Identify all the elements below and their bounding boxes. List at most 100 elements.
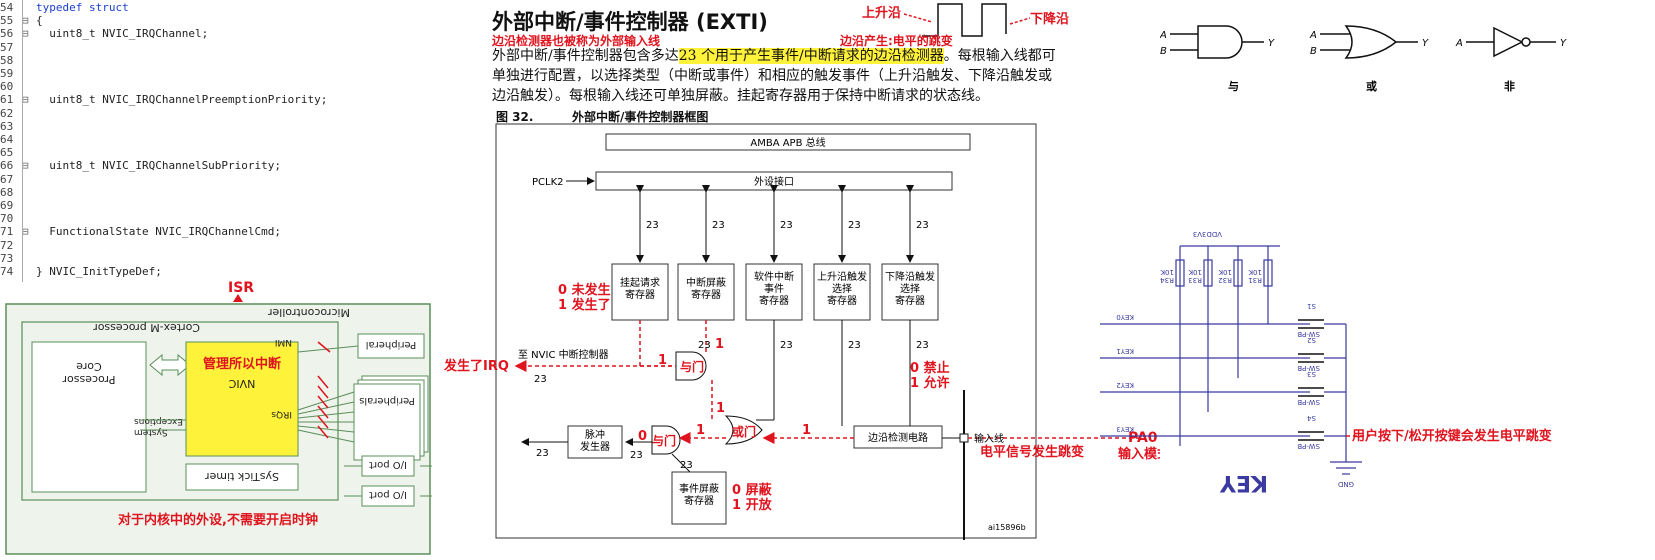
mask-23-label: 23 [698,340,711,351]
peripheral-label: Peripheral [366,339,417,350]
code-line: 67 [0,172,36,186]
line-number: 74 [0,265,14,278]
line-number: 69 [0,199,14,212]
pclk2-label: PCLK2 [532,177,564,188]
figure-number: 图 32. [496,110,534,124]
line-number: 56 [0,27,14,41]
vdd-label: VDD3V3 [1193,230,1222,238]
switch-type-label: SW-PB [1297,364,1320,372]
line-number: 60 [0,80,14,94]
nvic-box [185,341,299,457]
switch-label: S2 [1307,336,1316,344]
code-text: uint8_t NVIC_IRQChannelSubPriority; [36,159,282,173]
or-y: Y [1422,38,1429,49]
code-text: { [36,14,43,28]
resistor-label: R3210K [1218,268,1232,284]
code-line: 62 [0,107,36,120]
exti-title: 外部中断/事件控制器 (EXTI) [492,10,768,34]
evt-23-label: 23 [680,460,693,471]
and-caption: 与 [1228,80,1239,93]
pending-one-label: 1 [658,353,667,368]
software-interrupt-register-label: 软件中断事件寄存器 [754,270,794,307]
not-caption: 非 [1504,79,1515,93]
or-gate-label: 或门 [732,424,756,439]
edge-detector-note: 边沿检测器也被称为外部输入线 [492,34,661,48]
key-press-note: 用户按下/松开按键会发生电平跳变 [1351,428,1552,444]
or-b: B [1310,46,1317,57]
edge-detect-box [853,425,943,449]
switch-label: S4 [1307,414,1316,422]
fold-icon[interactable]: ⊟ [22,159,29,173]
edge-one-label: 1 [802,423,811,438]
code-line: 72 [0,238,36,252]
line-number: 67 [0,172,14,186]
irqs-label: IRQs [271,409,292,419]
bus-23-5: 23 [916,220,929,231]
kernel-peripheral-note: 对于内核中的外设,不需要开启时钟 [118,512,318,528]
line-number: 65 [0,146,14,160]
para-pre: 外部中断/事件控制器包含多达 [492,48,679,64]
rising-edge-label: 上升沿 [862,6,902,21]
and-a: A [1160,30,1167,41]
figure-title: 外部中断/事件控制器框图 [572,110,709,124]
pending-register-box [611,263,669,321]
mask-one-label: 1 [715,337,724,352]
cortex-label: Cortex-M processor [93,321,200,334]
falling-23-label: 23 [916,340,929,351]
falling-edge-label: 下降沿 [1030,12,1070,27]
software-interrupt-register-box [745,263,803,321]
line-number: 72 [0,238,14,252]
code-line: 74 } NVIC_InitTypeDef; [0,266,162,278]
fold-icon[interactable]: ⊟ [22,27,29,41]
resistor-label: R3410K [1160,268,1174,284]
and2-23-label: 23 [630,450,643,461]
peripherals-label: Peripherals [359,395,415,406]
or-to-and-one: 1 [716,401,725,416]
key-net-label: KEY3 [1116,425,1134,433]
line-number: 64 [0,133,14,146]
line-number: 66 [0,159,14,173]
or-gate-symbol [1344,25,1398,59]
bus-23-1: 23 [646,220,659,231]
microcontroller-label: Microcontroller [267,306,350,319]
logic-gates: A B Y A B Y A Y 与 或 非 [1160,25,1567,93]
mcu-diagram: ISR Microcontroller Cortex-M processor P… [5,280,432,555]
line-number: 58 [0,53,14,67]
and-b: B [1160,46,1167,57]
code-line: 71⊟ FunctionalState NVIC_IRQChannelCmd; [0,226,281,238]
para-highlight: 23 个用于产生事件/中断请求的边沿检测器 [678,48,944,64]
resistor-label: R3310K [1188,268,1202,284]
pulse-generator-label: 脉冲发生器 [580,428,610,453]
code-line: 66 ⊟ uint8_t NVIC_IRQChannelSubPriority; [0,160,281,172]
rising-23-label: 23 [848,340,861,351]
fold-icon[interactable]: ⊟ [22,225,29,239]
line-number: 73 [0,251,14,265]
key-schematic: VDD3V3R3410KR3310KR3210KR3110KKEY0KEY1KE… [1100,230,1552,495]
code-line: 59 [0,68,36,80]
code-line: 57 [0,41,36,54]
code-text: typedef struct [36,1,129,14]
code-line: 63 [0,120,36,133]
key-title: KEY [1219,470,1268,495]
or-gate [724,415,763,445]
not-a: A [1455,38,1463,49]
code-text: } NVIC_InitTypeDef; [36,265,162,278]
event-mask-label: 事件屏蔽寄存器 [679,482,719,507]
resistor-label: R3110K [1248,268,1262,284]
level-change-note: 电平信号发生跳变 [980,444,1084,460]
line-number: 68 [0,185,14,199]
code-line: 70 [0,213,36,225]
and-gate-label: 与门 [680,359,704,374]
peripheral-box [357,333,425,359]
fold-icon[interactable]: ⊟ [22,14,29,28]
switch-label: S3 [1307,370,1316,378]
para-line-2: 单独进行配置，以选择类型（中断或事件）和相应的触发事件（上升沿触发、下降沿触发或 [492,68,1052,84]
processor-core-box [31,341,147,493]
or-caption: 或 [1366,79,1377,93]
fold-icon[interactable]: ⊟ [22,93,29,107]
not-gate-symbol [1493,26,1524,58]
bus-23-4: 23 [848,220,861,231]
falling-trigger-register-box [881,263,939,321]
